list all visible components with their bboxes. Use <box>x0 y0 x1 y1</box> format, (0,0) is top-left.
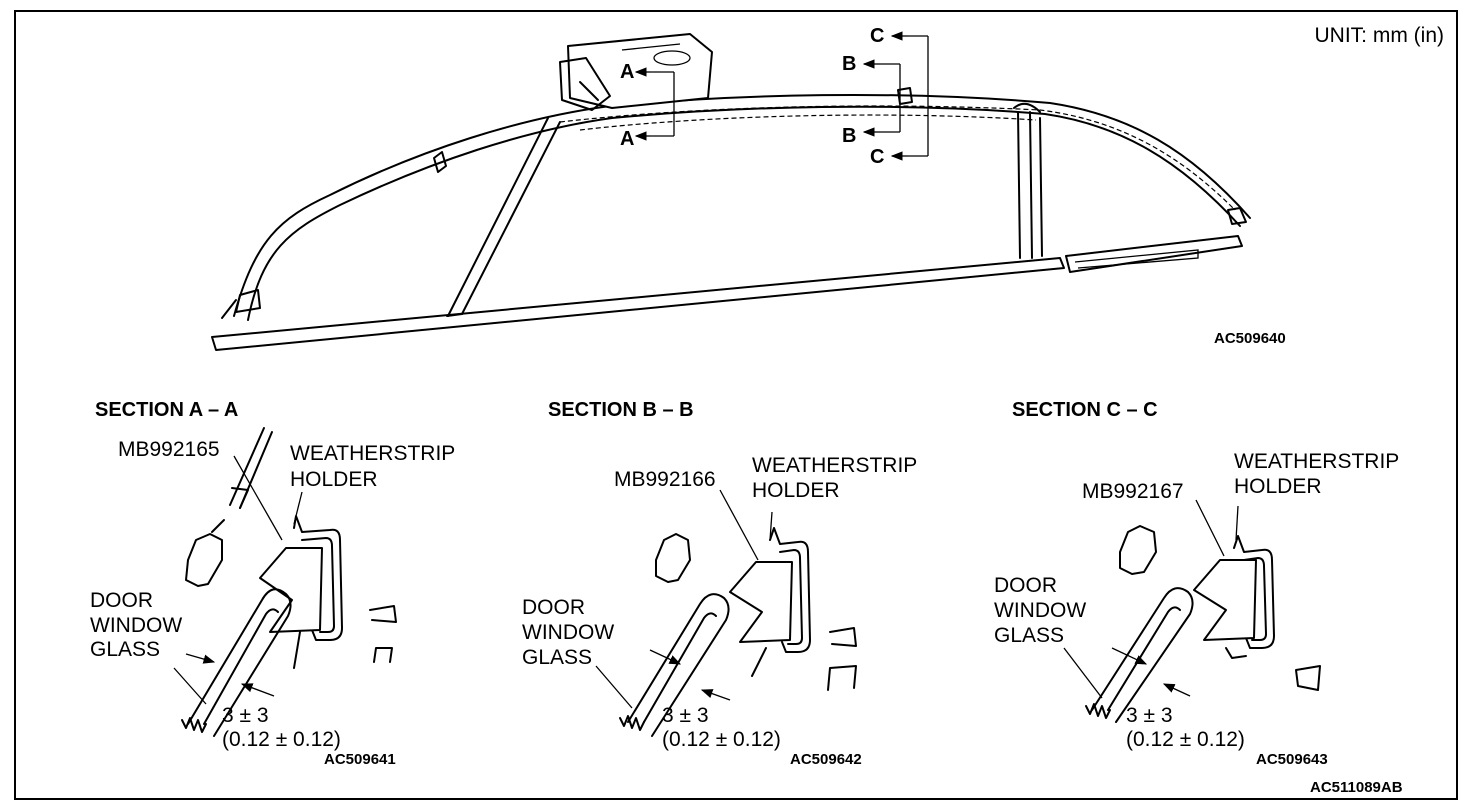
door-frame-illustration <box>211 33 1251 351</box>
section-mark-b-bottom: B <box>842 125 856 147</box>
section-c-holder-line2: HOLDER <box>1234 475 1322 498</box>
section-b-holder-line1: WEATHERSTRIP <box>752 454 917 477</box>
section-c-tool: MB992167 <box>1082 480 1184 503</box>
section-b-illustration <box>595 489 857 737</box>
unit-label: UNIT: mm (in) <box>1315 24 1445 47</box>
section-b-glass-line3: GLASS <box>522 646 592 669</box>
section-c-dimension: 3 ± 3 <box>1126 704 1173 727</box>
section-c-illustration <box>1063 499 1321 723</box>
section-a-tool: MB992165 <box>118 438 220 461</box>
section-markers <box>634 31 929 161</box>
section-a-glass-line1: DOOR <box>90 589 153 612</box>
section-a-holder-line2: HOLDER <box>290 468 378 491</box>
section-b-dimension: 3 ± 3 <box>662 704 709 727</box>
section-a-glass-line2: WINDOW <box>90 614 182 637</box>
section-c-glass-line1: DOOR <box>994 574 1057 597</box>
section-b-code: AC509642 <box>790 751 862 768</box>
section-mark-a-top: A <box>620 61 634 83</box>
section-b-glass-line1: DOOR <box>522 596 585 619</box>
section-b-tool: MB992166 <box>614 468 716 491</box>
overview-code: AC509640 <box>1214 330 1286 347</box>
section-c-dimension-in: (0.12 ± 0.12) <box>1126 728 1245 751</box>
section-mark-c-top: C <box>870 25 884 47</box>
section-b-dimension-in: (0.12 ± 0.12) <box>662 728 781 751</box>
section-a-holder-line1: WEATHERSTRIP <box>290 442 455 465</box>
section-c-code: AC509643 <box>1256 751 1328 768</box>
section-c-glass-line2: WINDOW <box>994 599 1086 622</box>
section-mark-c-bottom: C <box>870 146 884 168</box>
section-a-dimension-in: (0.12 ± 0.12) <box>222 728 341 751</box>
section-b-holder-line2: HOLDER <box>752 479 840 502</box>
section-b-title: SECTION B – B <box>548 399 694 421</box>
section-a-code: AC509641 <box>324 751 396 768</box>
section-mark-a-bottom: A <box>620 128 634 150</box>
section-b-glass-line2: WINDOW <box>522 621 614 644</box>
section-a-glass-line3: GLASS <box>90 638 160 661</box>
section-c-title: SECTION C – C <box>1012 399 1158 421</box>
section-a-illustration <box>173 427 397 737</box>
figure-code: AC511089AB <box>1310 779 1403 796</box>
section-c-holder-line1: WEATHERSTRIP <box>1234 450 1399 473</box>
section-a-title: SECTION A – A <box>95 399 238 421</box>
section-mark-b-top: B <box>842 53 856 75</box>
section-c-glass-line3: GLASS <box>994 624 1064 647</box>
section-a-dimension: 3 ± 3 <box>222 704 269 727</box>
